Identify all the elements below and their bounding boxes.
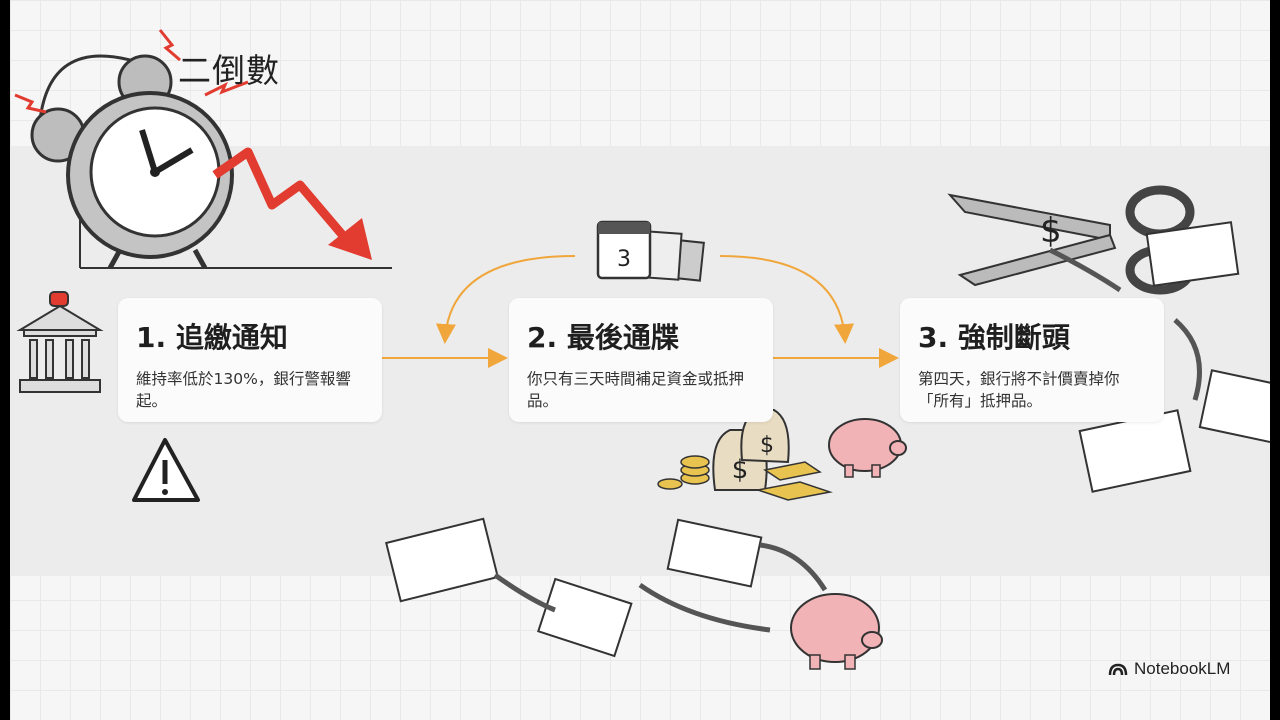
step-body-1: 維持率低於130%，銀行警報響起。	[136, 370, 351, 410]
step-body-3: 第四天，銀行將不計價賣掉你「所有」抵押品。	[918, 370, 1120, 410]
gold-bars-icon	[755, 461, 833, 501]
slide: 3 $ $ $	[10, 0, 1270, 720]
piggy-bank-icon	[828, 418, 907, 478]
step-heading-3: 3. 強制斷頭	[918, 321, 1070, 354]
calendar-day: 3	[617, 247, 631, 272]
step-card-2: 2. 最後通牒 你只有三天時間補足資金或抵押品。	[509, 298, 773, 422]
down-trend-arrow-icon	[212, 147, 372, 260]
svg-text:$: $	[1040, 211, 1062, 251]
alarm-clock-icon	[14, 29, 392, 270]
warning-icon	[132, 438, 200, 502]
chain-icon	[493, 247, 1202, 633]
notebooklm-brand: NotebookLM	[1108, 659, 1230, 679]
slide-title: 二倒數	[178, 51, 280, 90]
scissors-icon: $	[947, 185, 1195, 295]
svg-text:$: $	[760, 433, 774, 458]
document-icon	[385, 221, 1270, 658]
step-card-3: 3. 強制斷頭 第四天，銀行將不計價賣掉你「所有」抵押品。	[900, 298, 1164, 422]
piggy-bank-icon	[790, 593, 883, 670]
step-body-2: 你只有三天時間補足資金或抵押品。	[527, 370, 745, 410]
bank-siren-icon	[16, 291, 104, 393]
calendar-icon: 3	[596, 220, 705, 282]
loop-arrow-left	[435, 255, 576, 344]
step-heading-1: 1. 追繳通知	[136, 321, 288, 354]
loop-arrow-right	[719, 255, 855, 344]
step-heading-2: 2. 最後通牒	[527, 321, 679, 354]
brand-label: NotebookLM	[1134, 659, 1231, 678]
svg-text:$: $	[732, 455, 749, 485]
step-card-1: 1. 追繳通知 維持率低於130%，銀行警報響起。	[118, 298, 382, 422]
notebooklm-logo-icon	[1108, 663, 1128, 676]
illustrations: 3 $ $ $	[14, 29, 1270, 670]
money-bags-icon: $ $	[657, 409, 790, 491]
